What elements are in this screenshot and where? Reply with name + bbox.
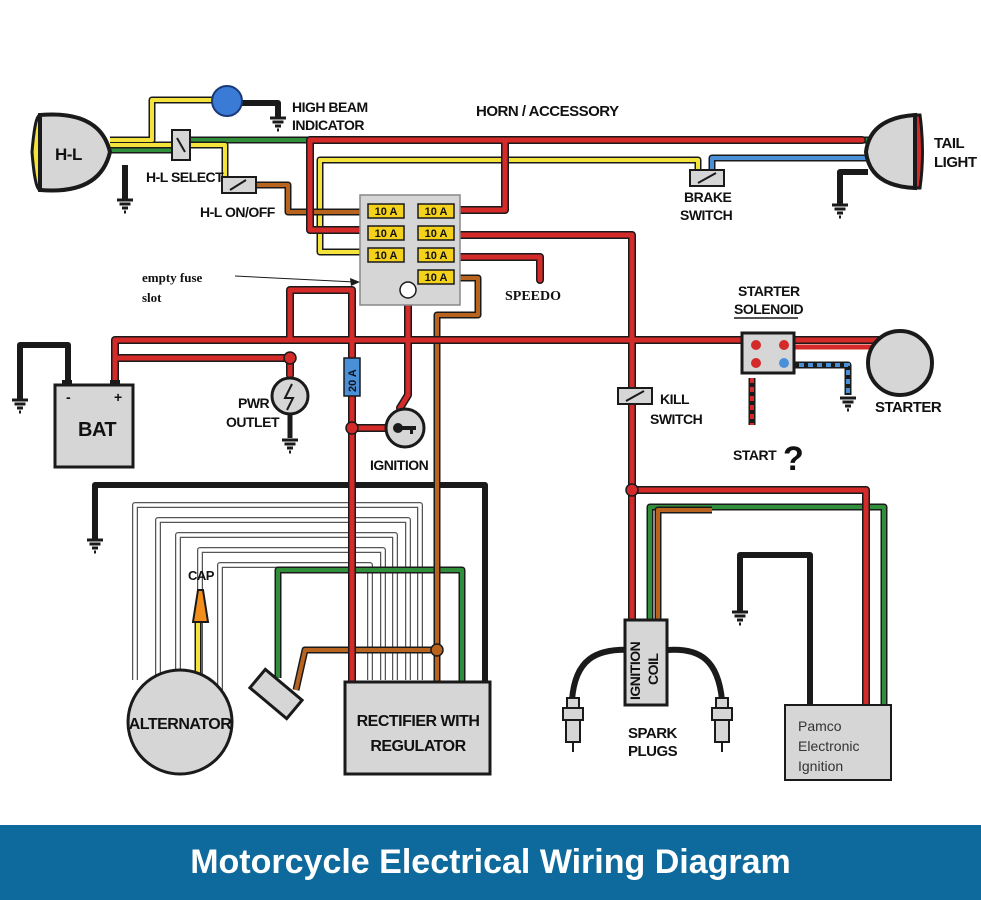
hl-select-label: H-L SELECT <box>146 169 224 185</box>
pickup-sensor <box>247 667 305 721</box>
fuse: 10 A <box>417 247 455 263</box>
headlight: H-L <box>30 112 113 193</box>
speedo-label: SPEEDO <box>505 289 561 304</box>
kill-switch-label-2: SWITCH <box>650 411 703 427</box>
horn-accessory-label: HORN / ACCESSORY <box>476 103 619 120</box>
rectifier-label-2: REGULATOR <box>370 738 466 755</box>
ignition-coil-label-2: COIL <box>645 653 661 685</box>
power-outlet <box>270 376 310 438</box>
fuse: 10 A <box>417 203 455 219</box>
fuse-label: 10 A <box>425 228 448 240</box>
battery-label: BAT <box>78 419 116 441</box>
starter-label: STARTER <box>875 399 942 416</box>
black-wires <box>17 100 868 710</box>
pwr-outlet-label-1: PWR <box>238 395 270 411</box>
empty-fuse-slot-label-2: slot <box>142 290 162 305</box>
high-beam-label-2: INDICATOR <box>292 117 364 133</box>
svg-text:+: + <box>114 389 122 405</box>
starter-solenoid-label-1: STARTER <box>738 283 800 299</box>
starter-motor <box>866 329 934 397</box>
spark-plug-left <box>562 697 584 752</box>
start-label: START <box>733 447 777 463</box>
rectifier-regulator: RECTIFIER WITH REGULATOR <box>343 680 492 776</box>
fuse-20a: 20 A <box>343 357 361 397</box>
spark-plugs-label-2: PLUGS <box>628 743 678 760</box>
fuse-label: 10 A <box>375 228 398 240</box>
fuse: 10 A <box>417 269 455 285</box>
annotation-arrow <box>234 275 356 283</box>
svg-text:-: - <box>66 389 71 405</box>
tail-light <box>863 112 924 191</box>
title-banner: Motorcycle Electrical Wiring Diagram <box>0 825 981 900</box>
pamco-label-1: Pamco <box>798 718 842 734</box>
alternator-label: ALTERNATOR <box>129 716 232 733</box>
ignition-switch <box>384 407 426 449</box>
hl-onoff-label: H-L ON/OFF <box>200 204 276 220</box>
ignition-coil-label-1: IGNITION <box>627 641 643 700</box>
fuse-label: 10 A <box>425 206 448 218</box>
pwr-outlet-label-2: OUTLET <box>226 414 280 430</box>
starter-solenoid-label-2: SOLENOID <box>734 301 804 317</box>
pamco-label-3: Ignition <box>798 758 843 774</box>
tail-light-label-1: TAIL <box>934 135 965 152</box>
capacitor <box>191 589 210 623</box>
fuse-box: 10 A 10 A 10 A 10 A 10 A 10 A 10 A <box>359 194 461 306</box>
pamco-ignition-module: Pamco Electronic Ignition <box>784 704 892 781</box>
brake-switch-label-2: SWITCH <box>680 207 733 223</box>
fuse-label: 10 A <box>375 206 398 218</box>
fuse-label: 10 A <box>375 250 398 262</box>
spark-plugs-label-1: SPARK <box>628 725 678 742</box>
fuse: 10 A <box>367 203 405 219</box>
empty-fuse-slot <box>399 281 417 299</box>
cap-label: CAP <box>188 568 215 583</box>
pamco-label-2: Electronic <box>798 738 859 754</box>
starter-solenoid <box>740 331 796 375</box>
rectifier-label-1: RECTIFIER WITH <box>357 713 480 730</box>
diagram-title: Motorcycle Electrical Wiring Diagram <box>190 843 791 881</box>
ignition-label: IGNITION <box>370 457 429 473</box>
fuse-label: 10 A <box>425 272 448 284</box>
fuse: 10 A <box>417 225 455 241</box>
spark-plug-right <box>711 697 733 752</box>
fuse-label: 10 A <box>425 250 448 262</box>
high-beam-label-1: HIGH BEAM <box>292 99 368 115</box>
key-icon <box>393 423 403 433</box>
fuse: 10 A <box>367 225 405 241</box>
high-beam-indicator-lamp <box>211 85 243 117</box>
battery: - + BAT <box>53 380 135 469</box>
tail-light-label-2: LIGHT <box>934 154 977 171</box>
ignition-coil: IGNITION COIL <box>623 618 669 707</box>
fuse-20a-label: 20 A <box>347 369 359 392</box>
fuse: 10 A <box>367 247 405 263</box>
kill-switch-label-1: KILL <box>660 391 690 407</box>
empty-fuse-slot-label-1: empty fuse <box>142 270 203 285</box>
brake-switch-label-1: BRAKE <box>684 189 731 205</box>
wiring-diagram: H-L HIGH BEAM INDICATOR H-L SELECT H-L O… <box>10 85 977 781</box>
headlight-label: H-L <box>55 145 82 164</box>
question-mark: ? <box>783 440 803 478</box>
alternator: ALTERNATOR <box>126 668 234 776</box>
